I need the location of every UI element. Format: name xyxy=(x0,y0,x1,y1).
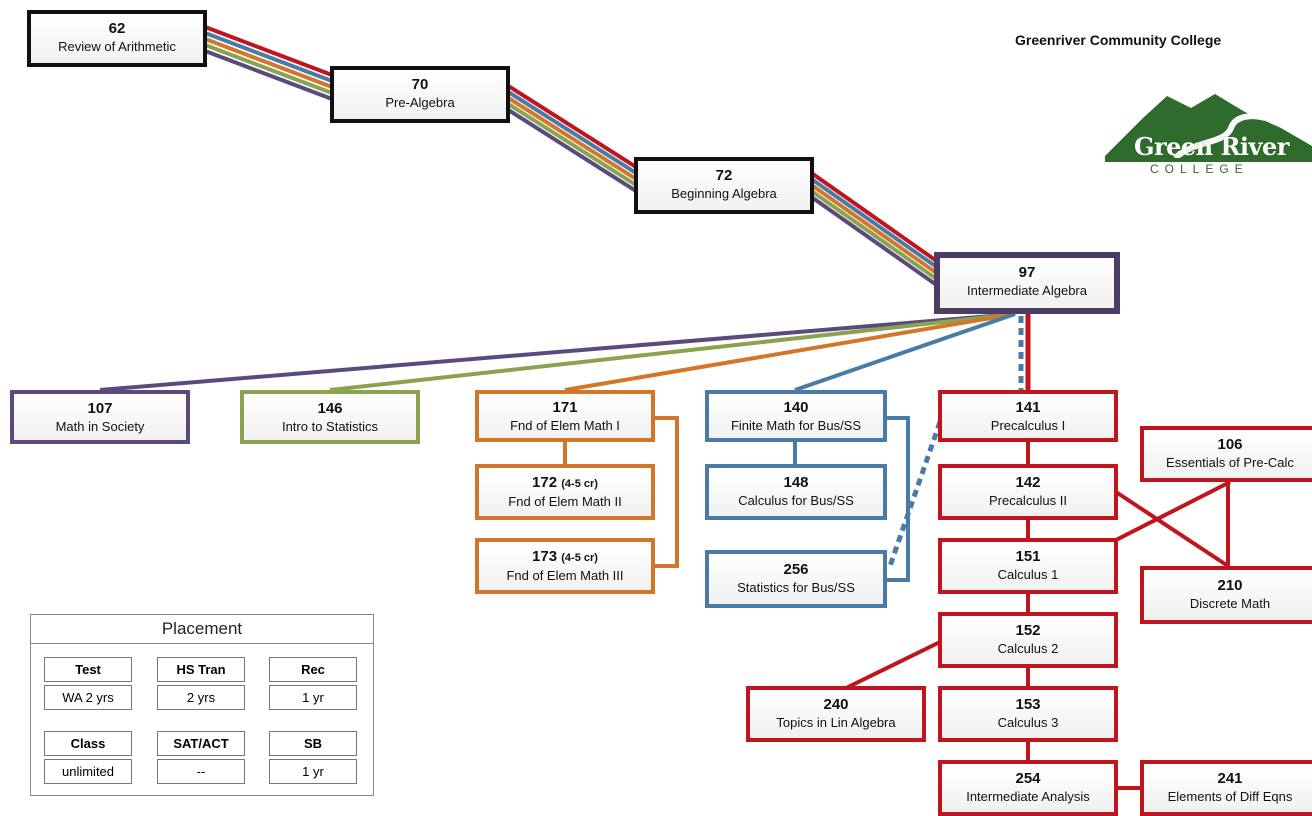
course-241[interactable]: 241 Elements of Diff Eqns xyxy=(1140,760,1312,816)
placement-value-sb: 1 yr xyxy=(269,759,357,784)
course-62[interactable]: 62 Review of Arithmetic xyxy=(27,10,207,67)
placement-head-sb: SB xyxy=(269,731,357,756)
edge-171-173 xyxy=(653,416,679,568)
course-number: 254 xyxy=(1015,770,1041,787)
course-name: Statistics for Bus/SS xyxy=(737,580,855,595)
course-210[interactable]: 210 Discrete Math xyxy=(1140,566,1312,624)
course-name: Precalculus I xyxy=(990,418,1066,433)
course-name: Fnd of Elem Math I xyxy=(510,418,620,433)
course-name: Calculus 2 xyxy=(997,641,1059,656)
course-number: 256 xyxy=(783,561,809,578)
course-number: 141 xyxy=(1015,399,1041,416)
course-254[interactable]: 254 Intermediate Analysis xyxy=(938,760,1118,816)
course-number: 142 xyxy=(1015,474,1041,491)
course-name: Intermediate Algebra xyxy=(967,283,1087,298)
course-name: Calculus 1 xyxy=(997,567,1059,582)
course-152[interactable]: 152 Calculus 2 xyxy=(938,612,1118,668)
course-name: Finite Math for Bus/SS xyxy=(730,418,862,433)
course-number: 172 xyxy=(532,474,558,491)
placement-head-hs-tran: HS Tran xyxy=(157,657,245,682)
course-credits: (4-5 cr) xyxy=(561,478,598,490)
placement-value-hs-tran: 2 yrs xyxy=(157,685,245,710)
course-name: Topics in Lin Algebra xyxy=(776,715,896,730)
placement-value-rec: 1 yr xyxy=(269,685,357,710)
course-153[interactable]: 153 Calculus 3 xyxy=(938,686,1118,742)
course-name: Discrete Math xyxy=(1189,596,1271,611)
logo-subtitle: COLLEGE xyxy=(1150,162,1249,176)
course-number: 97 xyxy=(1018,264,1036,281)
placement-value-test: WA 2 yrs xyxy=(44,685,132,710)
course-number: 241 xyxy=(1217,770,1243,787)
course-142[interactable]: 142 Precalculus II xyxy=(938,464,1118,520)
course-number: 107 xyxy=(87,400,113,417)
course-name: Pre-Algebra xyxy=(385,95,455,110)
course-name: Fnd of Elem Math III xyxy=(506,568,624,583)
edge-97-140 xyxy=(794,312,1016,392)
course-151[interactable]: 151 Calculus 1 xyxy=(938,538,1118,594)
course-number: 62 xyxy=(108,20,126,37)
course-name: Essentials of Pre-Calc xyxy=(1166,455,1294,470)
course-148[interactable]: 148 Calculus for Bus/SS xyxy=(705,464,887,520)
placement-value-class: unlimited xyxy=(44,759,132,784)
course-number: 210 xyxy=(1217,577,1243,594)
course-97[interactable]: 97 Intermediate Algebra xyxy=(934,252,1120,314)
placement-head-class: Class xyxy=(44,731,132,756)
course-number: 140 xyxy=(783,399,809,416)
course-number: 240 xyxy=(823,696,849,713)
course-106[interactable]: 106 Essentials of Pre-Calc xyxy=(1140,426,1312,482)
course-name: Intro to Statistics xyxy=(281,419,379,434)
course-name: Calculus for Bus/SS xyxy=(738,493,854,508)
course-number: 148 xyxy=(783,474,809,491)
placement-head-test: Test xyxy=(44,657,132,682)
course-name: Precalculus II xyxy=(988,493,1068,508)
course-72[interactable]: 72 Beginning Algebra xyxy=(634,157,814,214)
placement-title: Placement xyxy=(31,615,373,644)
course-141[interactable]: 141 Precalculus I xyxy=(938,390,1118,442)
edge-142-210 xyxy=(1114,490,1230,568)
course-171[interactable]: 171 Fnd of Elem Math I xyxy=(475,390,655,442)
course-number: 146 xyxy=(317,400,343,417)
course-name: Intermediate Analysis xyxy=(966,789,1090,804)
edge-152-240 xyxy=(841,640,941,692)
course-number: 151 xyxy=(1015,548,1041,565)
placement-panel: Placement Test WA 2 yrs HS Tran 2 yrs Re… xyxy=(30,614,374,796)
ribbon-62-97 xyxy=(199,23,940,288)
placement-value-sat-act: -- xyxy=(157,759,245,784)
green-river-logo xyxy=(1105,94,1312,162)
edge-97-146 xyxy=(329,312,1016,392)
course-name: Review of Arithmetic xyxy=(58,39,176,54)
course-credits: (4-5 cr) xyxy=(561,552,598,564)
course-name: Math in Society xyxy=(55,419,145,434)
placement-head-rec: Rec xyxy=(269,657,357,682)
course-number: 173 xyxy=(532,548,558,565)
course-name: Beginning Algebra xyxy=(671,186,777,201)
course-146[interactable]: 146 Intro to Statistics xyxy=(240,390,420,444)
college-title: Greenriver Community College xyxy=(1015,32,1222,48)
edge-140-256 xyxy=(885,416,910,582)
course-number: 171 xyxy=(552,399,578,416)
course-number: 72 xyxy=(715,167,733,184)
logo-wordmark: Green River xyxy=(1134,132,1289,161)
edge-141-256-dashed xyxy=(887,421,943,567)
edge-106-151 xyxy=(1115,480,1231,542)
course-107[interactable]: 107 Math in Society xyxy=(10,390,190,444)
course-140[interactable]: 140 Finite Math for Bus/SS xyxy=(705,390,887,442)
course-number: 152 xyxy=(1015,622,1041,639)
course-name: Fnd of Elem Math II xyxy=(508,494,622,509)
course-name: Calculus 3 xyxy=(997,715,1059,730)
edge-97-107 xyxy=(99,312,1016,392)
course-240[interactable]: 240 Topics in Lin Algebra xyxy=(746,686,926,742)
placement-head-sat-act: SAT/ACT xyxy=(157,731,245,756)
course-name: Elements of Diff Eqns xyxy=(1167,789,1293,804)
course-172[interactable]: 172 (4-5 cr) Fnd of Elem Math II xyxy=(475,464,655,520)
course-256[interactable]: 256 Statistics for Bus/SS xyxy=(705,550,887,608)
course-number: 70 xyxy=(411,76,429,93)
course-number: 106 xyxy=(1217,436,1243,453)
course-number: 153 xyxy=(1015,696,1041,713)
edge-97-171 xyxy=(564,312,1016,392)
course-70[interactable]: 70 Pre-Algebra xyxy=(330,66,510,123)
course-173[interactable]: 173 (4-5 cr) Fnd of Elem Math III xyxy=(475,538,655,594)
